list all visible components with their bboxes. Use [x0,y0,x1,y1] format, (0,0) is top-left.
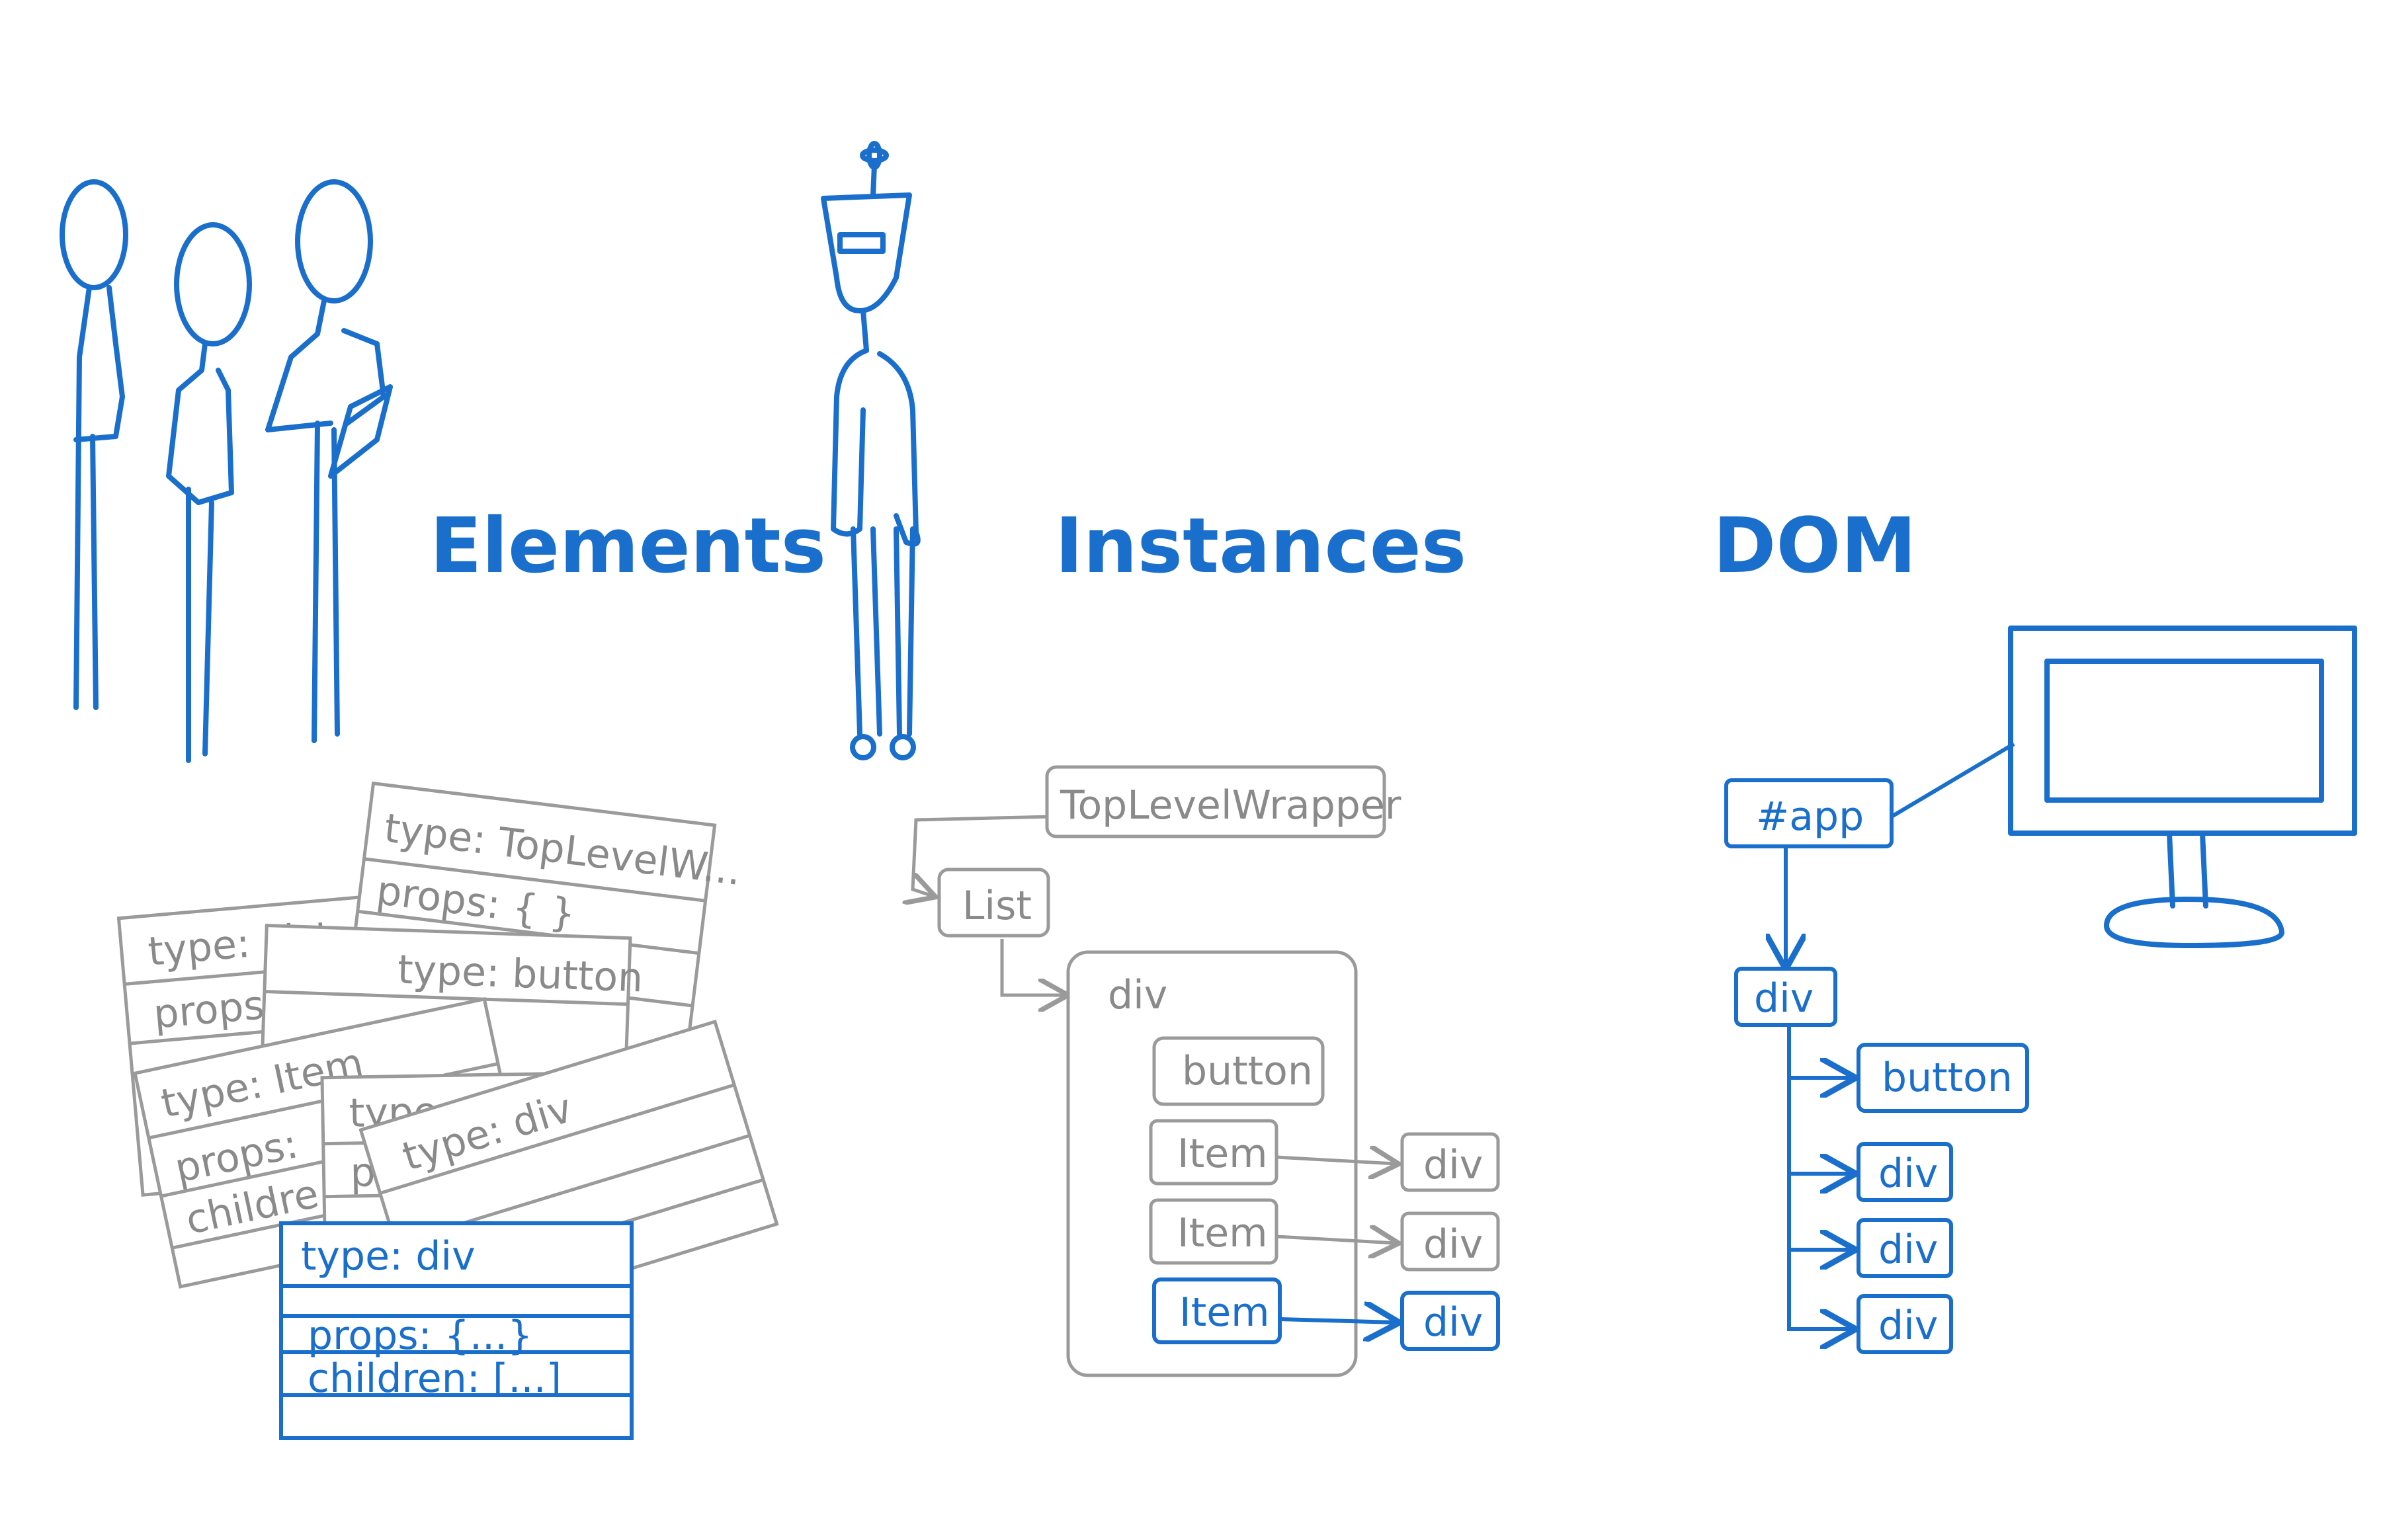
dom-node-div-child-2 [1857,1218,1953,1278]
robot-illustration [821,141,921,760]
dom-label-app: #app [1756,793,1864,840]
instance-node-item-2 [1149,1198,1278,1265]
people-group-illustration [60,179,393,763]
dom-label-button: button [1882,1055,2013,1101]
instance-node-item-1 [1149,1119,1278,1186]
element-card-front: type: div props: {...} children: [...] [279,1221,634,1440]
instance-output-div-3-highlighted [1400,1291,1500,1351]
dom-label-div: div [1754,975,1814,1022]
instance-label-button: button [1182,1048,1313,1094]
dom-title: DOM [1713,502,1917,590]
card-props-label: props: {...} [308,1313,532,1359]
dom-label-child-div: div [1878,1303,1938,1349]
instances-title: Instances [1055,502,1466,590]
instance-output-div-1 [1400,1132,1500,1192]
dom-node-app [1724,778,1894,848]
dom-node-div-child-1 [1857,1142,1953,1202]
dom-node-div-child-3 [1857,1294,1953,1354]
dom-label-child-div: div [1878,1151,1938,1197]
dom-node-div [1734,967,1837,1027]
instance-label-div: div [1108,972,1167,1018]
instances-tree: TopLevelWrapper List div button Item div… [913,765,1500,1377]
card-type-label: type: button [397,947,644,1002]
card-type-label: type: div [301,1233,476,1279]
instance-label-list: List [962,883,1032,929]
instance-label-output-div: div [1423,1299,1483,1346]
instance-label-toplevelwrapper: TopLevelWrapper [1060,782,1401,829]
elements-title: Elements [430,502,826,590]
instance-label-output-div: div [1423,1142,1483,1188]
dom-node-button [1857,1043,2029,1113]
instance-label-item: Item [1177,1210,1268,1256]
instance-label-output-div: div [1423,1221,1483,1268]
card-props-label: props [151,982,266,1037]
instance-label-item: Item [1179,1289,1270,1336]
instance-node-button [1152,1036,1325,1106]
card-children-label: children: [...] [308,1356,562,1402]
instance-label-item: Item [1177,1131,1268,1177]
instance-node-list [937,868,1050,938]
monitor-icon [2008,626,2357,948]
instance-node-item-3-highlighted [1152,1277,1282,1344]
dom-label-child-div: div [1878,1227,1938,1273]
instance-output-div-2 [1400,1211,1500,1272]
dom-tree: #app div button div div div [1724,626,2357,1354]
instance-node-toplevelwrapper [1045,765,1386,838]
